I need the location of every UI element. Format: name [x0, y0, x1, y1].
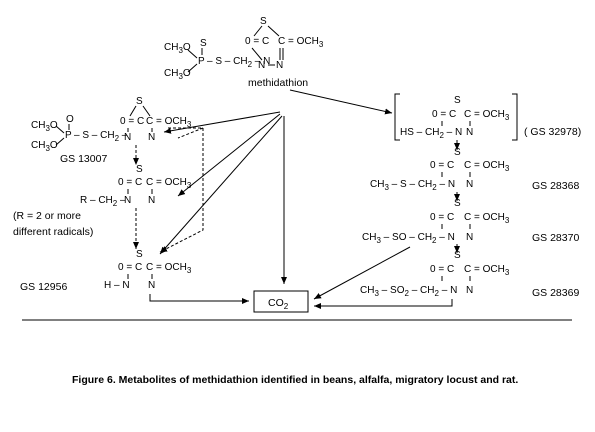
- co2-box: CO2: [253, 290, 309, 313]
- ring-c-o: 0 = C: [245, 36, 269, 47]
- co2-label: CO2: [268, 297, 289, 311]
- ring-c-o: 0 = C: [430, 264, 454, 275]
- ring-c-och3: C = OCH3: [146, 116, 192, 129]
- r-ch2: R – CH2 –: [80, 195, 126, 208]
- hs-ch2: HS – CH2 – N: [400, 127, 462, 140]
- ring-n2: N: [466, 179, 473, 190]
- pathway-arrows: [133, 89, 460, 309]
- ring-c-o: 0 = C: [432, 109, 456, 120]
- ring-c-o: 0 = C: [118, 262, 142, 273]
- p-chain: – S – CH2 – N: [207, 56, 270, 69]
- arrow-gs28370-to-co2: [313, 246, 411, 300]
- gs28370-structure: S 0 = C C = OCH3 CH3 – SO – CH2 – N N GS…: [362, 198, 579, 245]
- p-atom: P: [198, 56, 205, 67]
- ring-c-och3: C = OCH3: [278, 36, 324, 49]
- ring-s: S: [454, 147, 461, 158]
- methidathion-structure: S 0 = C C = OCH3 N N CH3O CH3O S P – S –…: [164, 16, 324, 89]
- h-n: H – N: [104, 280, 130, 291]
- meo-2: CH3O: [164, 68, 191, 81]
- p-atom: P: [65, 130, 72, 141]
- figure-caption: Figure 6. Metabolites of methidathion id…: [72, 374, 518, 386]
- gs28369-structure: S 0 = C C = OCH3 CH3 – SO2 – CH2 – N N G…: [360, 250, 579, 299]
- arrow-to-gs12956: [159, 115, 283, 255]
- ring-n2: N: [148, 132, 155, 143]
- gs13007-label: GS 13007: [60, 153, 107, 165]
- p-oxo: O: [66, 114, 74, 125]
- gs12956-label: GS 12956: [20, 281, 67, 293]
- ring-c-och3: C = OCH3: [464, 109, 510, 122]
- ring-c-och3: C = OCH3: [146, 262, 192, 275]
- ring-s: S: [260, 16, 267, 27]
- ring-n2: N: [466, 285, 473, 296]
- gs32978-structure: S 0 = C C = OCH3 HS – CH2 – N N ( GS 329…: [394, 93, 581, 141]
- ch3-so-ch2: CH3 – SO – CH2 – N: [362, 232, 455, 245]
- ring-c-och3: C = OCH3: [464, 160, 510, 173]
- ring-n2: N: [276, 60, 283, 71]
- p-sulfur: S: [200, 38, 207, 49]
- gs28368-label: GS 28368: [532, 180, 579, 192]
- ring-s: S: [454, 95, 461, 106]
- ch3-so2-ch2: CH3 – SO2 – CH2 – N: [360, 285, 457, 298]
- ring-s: S: [136, 249, 143, 260]
- ring-s: S: [136, 164, 143, 175]
- gs32978-label: ( GS 32978): [524, 126, 581, 138]
- ring-c-och3: C = OCH3: [146, 177, 192, 190]
- ring-n2: N: [466, 127, 473, 138]
- ring-n2: N: [148, 280, 155, 291]
- arrow-to-gs32978: [289, 89, 393, 115]
- ring-c-o: 0 = C: [118, 177, 142, 188]
- p-chain: – S – CH2 –: [74, 130, 128, 143]
- arrow-to-r-deriv: [177, 113, 281, 197]
- ring-c-o: 0 = C: [120, 116, 144, 127]
- arrow-to-gs13007: [163, 111, 281, 134]
- ring-n1: N: [124, 195, 131, 206]
- arrow-gs12956-to-co2: [149, 294, 249, 304]
- gs28370-label: GS 28370: [532, 232, 579, 244]
- r-derivative-structure: S 0 = C C = OCH3 N N R – CH2 – (R = 2 or…: [13, 164, 192, 238]
- meo-1: CH3O: [164, 42, 191, 55]
- gs28369-label: GS 28369: [532, 287, 579, 299]
- ch3-s-ch2: CH3 – S – CH2 – N: [370, 179, 455, 192]
- ring-s: S: [454, 250, 461, 261]
- ring-s: S: [136, 96, 143, 107]
- gs28368-structure: S 0 = C C = OCH3 CH3 – S – CH2 – N N GS …: [370, 147, 579, 192]
- r-note-1: (R = 2 or more: [13, 210, 81, 222]
- meo-2: CH3O: [31, 140, 58, 153]
- ring-c-o: 0 = C: [430, 212, 454, 223]
- ring-n2: N: [466, 232, 473, 243]
- r-note-2: different radicals): [13, 226, 93, 238]
- gs12956-structure: S 0 = C C = OCH3 H – N N GS 12956: [20, 249, 192, 293]
- ring-n1: N: [124, 132, 131, 143]
- dash-branch: [177, 127, 204, 139]
- arrow-gs13007-to-gs12956: [159, 127, 204, 253]
- ring-c-och3: C = OCH3: [464, 264, 510, 277]
- gs13007-structure: S 0 = C C = OCH3 N N CH3O CH3O O P – S –…: [31, 96, 192, 165]
- ring-n1: N: [258, 60, 265, 71]
- ring-n2: N: [148, 195, 155, 206]
- arrow-gs28369-to-co2: [314, 299, 453, 309]
- ring-c-och3: C = OCH3: [464, 212, 510, 225]
- ring-s: S: [454, 198, 461, 209]
- ring-c-o: 0 = C: [430, 160, 454, 171]
- methidathion-label: methidathion: [248, 77, 308, 89]
- meo-1: CH3O: [31, 120, 58, 133]
